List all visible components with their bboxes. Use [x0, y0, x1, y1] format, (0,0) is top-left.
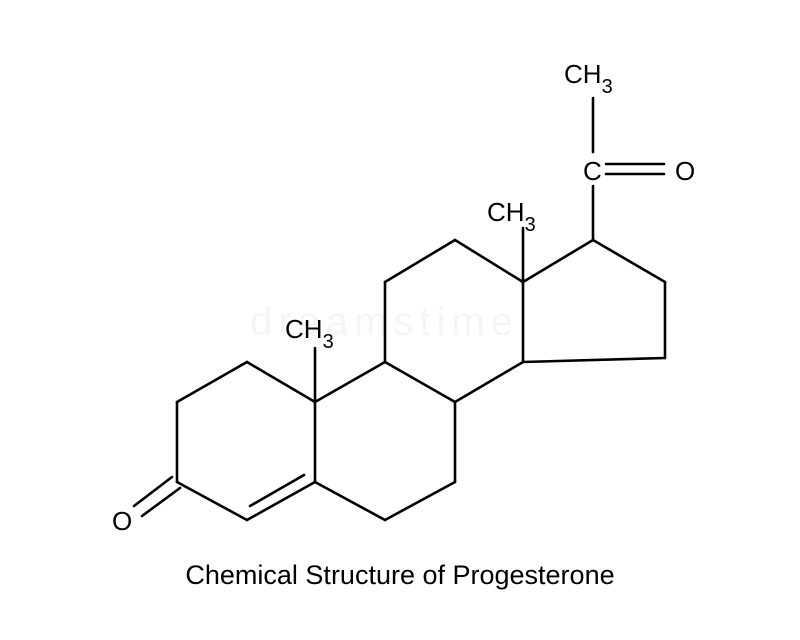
bond: [313, 480, 387, 522]
methyl-label: CH3: [564, 59, 613, 98]
bond: [313, 360, 387, 404]
bond: [245, 360, 317, 404]
bond: [175, 360, 249, 404]
bond: [175, 480, 249, 522]
double-bond: [140, 486, 182, 518]
double-bond: [132, 475, 174, 508]
oxygen-label: O: [675, 156, 695, 186]
methyl-subscript: 3: [602, 76, 613, 98]
c3-ketone: O: [112, 475, 182, 536]
double-bond-inner: [248, 473, 306, 508]
bond: [521, 356, 667, 364]
carbon-label: C: [583, 156, 602, 186]
bond: [453, 238, 525, 284]
bond: [383, 238, 457, 284]
ring-a: [175, 360, 317, 522]
bond: [383, 480, 457, 522]
methyl-base: CH: [564, 59, 602, 89]
methyl-label: CH3: [487, 197, 536, 236]
methyl-base: CH: [487, 197, 525, 227]
methyl-subscript: 3: [323, 331, 334, 353]
ring-b: [313, 360, 457, 522]
ring-d: [521, 238, 667, 364]
bond: [591, 238, 667, 284]
c13-methyl: CH3: [487, 197, 536, 284]
c10-methyl: CH3: [285, 314, 334, 404]
acetyl-group: C O CH3: [564, 59, 695, 242]
diagram-caption: Chemical Structure of Progesterone: [185, 560, 615, 590]
bond: [383, 360, 457, 404]
methyl-subscript: 3: [525, 214, 536, 236]
bond: [453, 360, 525, 404]
bond: [521, 238, 595, 284]
methyl-base: CH: [285, 314, 323, 344]
oxygen-label: O: [112, 506, 132, 536]
methyl-label: CH3: [285, 314, 334, 353]
ring-c: [383, 238, 525, 404]
bond: [245, 480, 317, 522]
